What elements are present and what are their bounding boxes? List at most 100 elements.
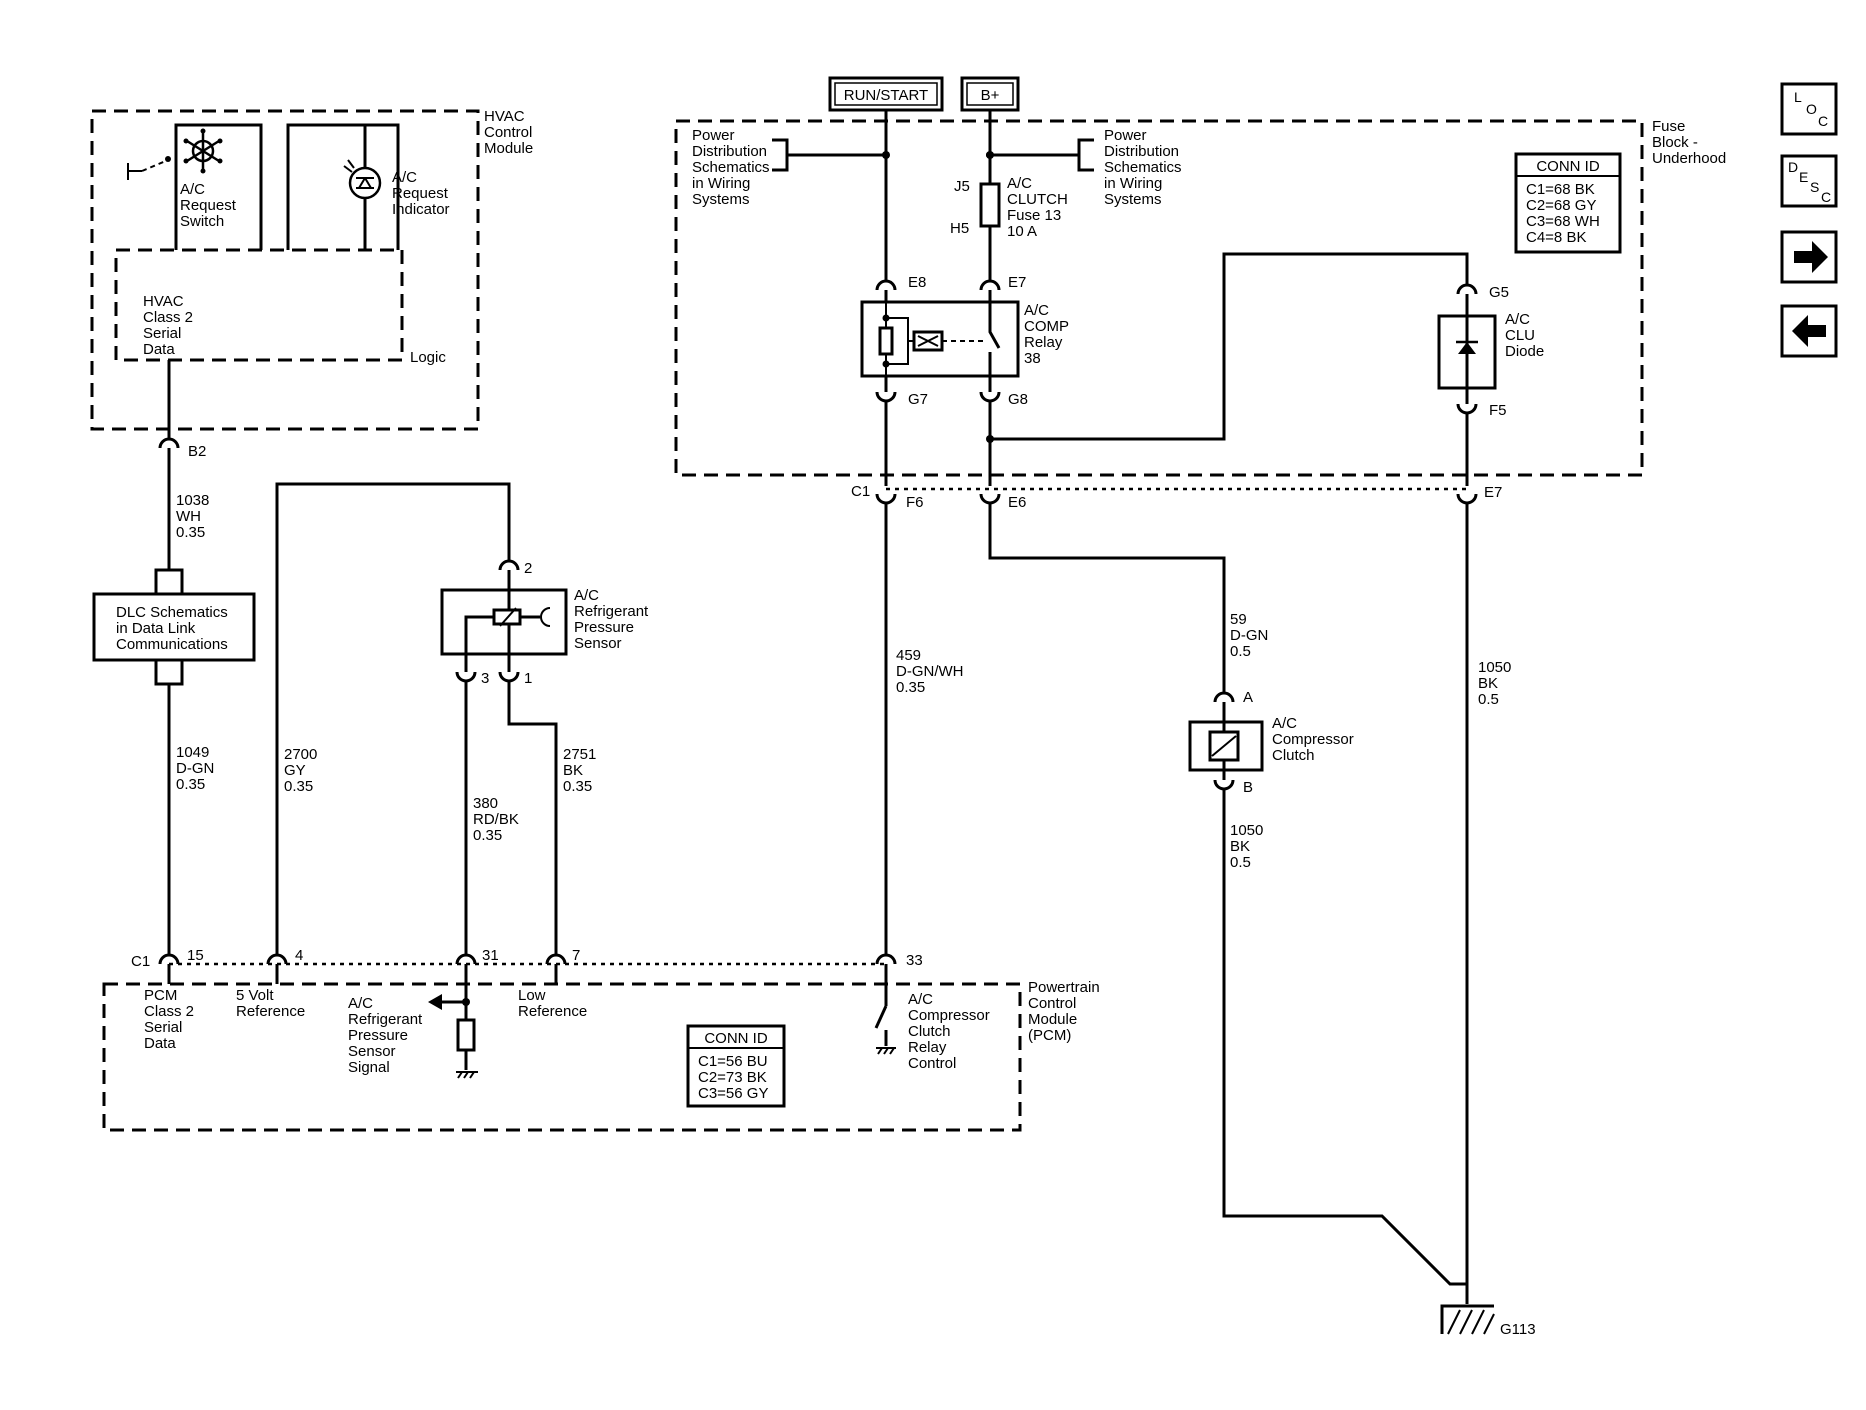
diode-pin-g5-label: G5 [1489,284,1509,301]
diode-pin-g5-connector [1456,283,1478,295]
description-button[interactable]: D E S C [1780,154,1838,208]
pcm-boundary [102,982,1022,1132]
pcm-relay-control-label: A/C Compressor Clutch Relay Control [908,991,994,1072]
run-start-label: RUN/START [844,87,928,104]
relay-switch-icon [988,302,1001,376]
hvac-module-boundary [90,109,480,431]
ac-request-switch-label: A/C Request Switch [180,181,240,230]
fuse-block-conn-id-table: CONN ID C1=68 BK C2=68 GY C3=68 WH C4=8 … [1514,152,1622,254]
relay-pin-e7-connector [979,279,1001,291]
pcm-serial-data-label: PCM Class 2 Serial Data [144,987,198,1052]
fuse-pin-h5-label: H5 [950,220,969,237]
pcm-pin-4-connector [266,953,288,965]
ac-request-indicator-label: A/C Request Indicator [392,169,452,218]
fuse-c1-pin-e7-label: E7 [1484,484,1502,501]
dlc-top-stub [154,568,184,594]
power-distribution-left-label: Power Distribution Schematics in Wiring … [692,127,774,208]
svg-text:C1=68 BK: C1=68 BK [1526,181,1595,198]
sensor-pin-3-label: 3 [481,670,489,687]
fuse-pin-j5-label: J5 [954,178,970,195]
fuse-13-icon [979,182,1001,228]
clutch-pin-b-label: B [1243,779,1253,796]
diode-pin-f5-connector [1456,403,1478,415]
snowflake-icon [183,128,223,174]
connector-b2-symbol [158,437,180,449]
junction-b-plus [986,151,994,159]
sensor-pin-1-label: 1 [524,670,532,687]
relay-coil-icon [878,302,985,376]
hvac-module-title: HVAC Control Module [484,108,537,157]
pressure-sensor-label: A/C Refrigerant Pressure Sensor [574,587,652,652]
pcm-pin-31-connector [455,953,477,965]
power-dist-right-link [986,138,1094,172]
pcm-low-reference-label: Low Reference [518,987,587,1020]
wire-diode-return [990,252,1469,441]
sensor-pin-1-connector [498,671,520,683]
hvac-logic-box [114,248,404,362]
svg-text:C1=56 BU: C1=56 BU [698,1053,768,1070]
sensor-bottom-leads [464,654,511,672]
ac-compressor-clutch-box [1188,720,1264,772]
fuse-c1-f6-connector [875,493,897,505]
pcm-signal-input-icon [428,964,478,1079]
forward-button[interactable] [1780,230,1838,284]
svg-text:E: E [1799,169,1808,185]
wire-2700 [275,482,511,956]
relay-pin-e8-label: E8 [908,274,926,291]
fuse-block-title: Fuse Block - Underhood [1652,118,1726,167]
relay-pin-g7-connector [875,391,897,403]
dlc-box [92,592,256,662]
pcm-pin-7-connector [545,953,567,965]
b-plus-terminal: B+ [960,76,1020,112]
clutch-pin-a-connector [1213,691,1235,703]
diode-icon [1456,316,1478,388]
back-button[interactable] [1780,304,1838,358]
right-arrow-icon [1794,241,1828,273]
relay-pin-g8-connector [979,391,1001,403]
sensor-pin-2-connector [498,559,520,571]
relay-pin-e7-label: E7 [1008,274,1026,291]
wire-1049-label: 1049 D-GN 0.35 [176,744,219,793]
svg-text:C4=8 BK: C4=8 BK [1526,229,1586,246]
svg-text:S: S [1810,179,1819,195]
pcm-title: Powertrain Control Module (PCM) [1028,979,1104,1044]
relay-pin-e8-connector [875,279,897,291]
pcm-pin-33-label: 33 [906,952,923,969]
clutch-coil-icon [1208,722,1240,770]
svg-text:C2=68 GY: C2=68 GY [1526,197,1596,214]
svg-text:C: C [1818,113,1828,129]
wire-59 [988,503,1226,694]
ac-clu-diode-label: A/C CLU Diode [1505,311,1544,360]
pcm-pin-33-connector [875,953,897,965]
wire-59-label: 59 D-GN 0.5 [1230,611,1273,660]
fuse-c1-e6-connector [979,493,1001,505]
fuse-c1-e7-connector [1456,493,1478,505]
fuse-13-label: A/C CLUTCH Fuse 13 10 A [1007,175,1072,240]
power-dist-left-link [772,138,889,172]
pcm-signal-label: A/C Refrigerant Pressure Sensor Signal [348,995,426,1076]
relay-pin-g8-label: G8 [1008,391,1028,408]
wire-2751-label: 2751 BK 0.35 [563,746,601,795]
sensor-pin-2-label: 2 [524,560,532,577]
wire-1038-label: 1038 WH 0.35 [176,492,214,541]
pcm-pin-4-label: 4 [295,947,303,964]
ac-request-switch [127,123,400,250]
clutch-pin-b-connector [1213,779,1235,791]
power-distribution-right-label: Power Distribution Schematics in Wiring … [1104,127,1186,208]
svg-text:L: L [1794,89,1802,105]
pressure-sensor-element-icon [464,590,551,654]
hvac-serial-data-label: HVAC Class 2 Serial Data [143,293,197,358]
b-plus-label: B+ [981,87,1000,104]
svg-text:C: C [1821,189,1831,205]
wire-459-label: 459 D-GN/WH 0.35 [896,647,968,696]
location-button[interactable]: L O C [1780,82,1838,136]
pcm-pin-7-label: 7 [572,947,580,964]
pcm-5v-reference-label: 5 Volt Reference [236,987,305,1020]
fuse-c1-pin-f6-label: F6 [906,494,924,511]
pcm-pin-31-label: 31 [482,947,499,964]
fuse-c1-connector-label: C1 [851,483,870,500]
left-arrow-icon [1792,315,1826,347]
pcm-pin-15-connector [158,953,180,965]
pcm-c1-connector-label: C1 [131,953,150,970]
